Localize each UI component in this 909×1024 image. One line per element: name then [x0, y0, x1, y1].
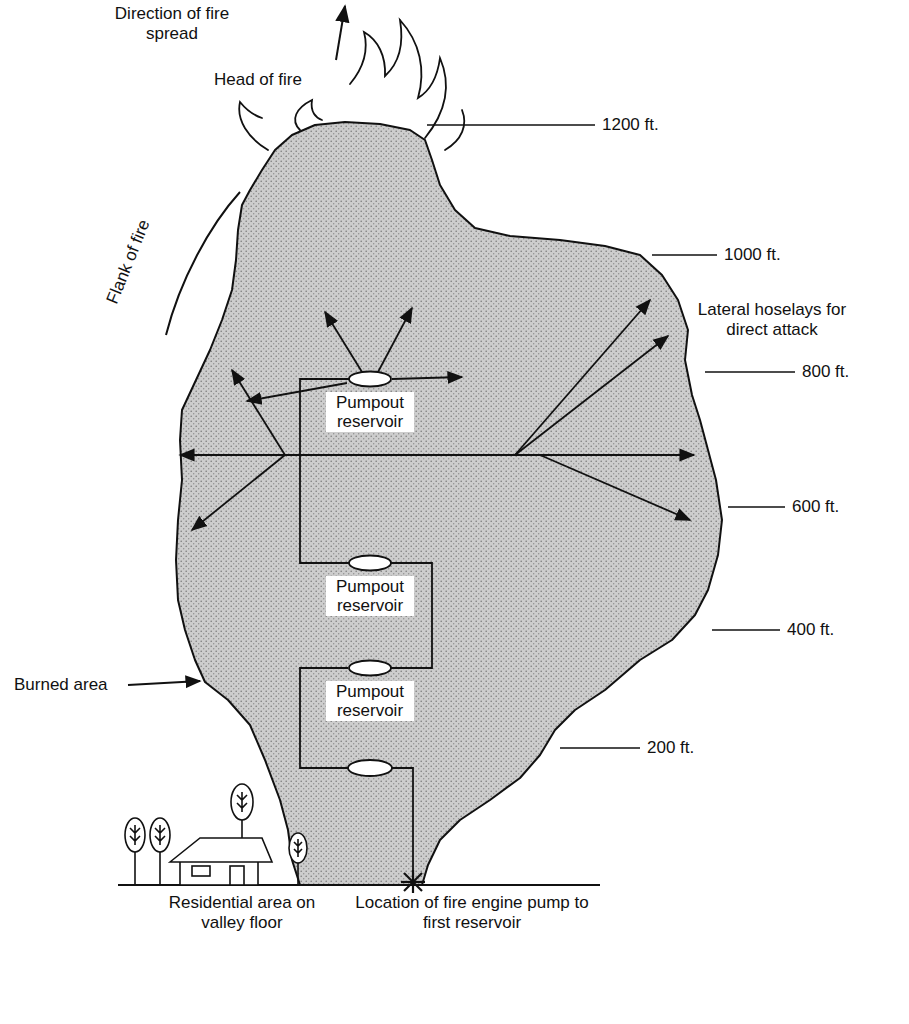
tree-crown [231, 784, 253, 820]
house-roof [170, 838, 272, 862]
tree-mark [155, 825, 165, 845]
flame [350, 20, 446, 138]
reservoir-label: Pumpout reservoir [326, 392, 414, 432]
burned-area [176, 122, 722, 885]
elevation-line [728, 506, 785, 508]
hoselay-arrow [378, 308, 412, 372]
hoselay-arrow [392, 377, 462, 379]
reservoir-ellipse [347, 554, 393, 572]
reservoir-label: Pumpout reservoir [326, 681, 414, 721]
tree-mark [294, 839, 302, 857]
elevation-line [712, 629, 780, 631]
tree-crown [150, 818, 170, 852]
hoselay-arrow [300, 454, 694, 456]
elevation-line [652, 254, 717, 256]
elevation-line [427, 124, 595, 126]
annotation-label: Burned area [12, 675, 110, 695]
tree-trunk [297, 862, 299, 885]
lateral-hoselays [180, 300, 694, 530]
asterisk-stroke [404, 873, 422, 891]
annotation-label: Location of fire engine pump to first re… [350, 893, 594, 932]
reservoir-node: Pumpout reservoir [326, 659, 414, 721]
hoselay-arrow [325, 312, 362, 372]
annotation-label: Flank of fire [101, 215, 154, 308]
annotation-label: Residential area on valley floor [150, 893, 334, 932]
reservoir-node: Pumpout reservoir [326, 370, 414, 432]
asterisk-stroke [404, 873, 422, 891]
elevation-lines [427, 125, 795, 748]
reservoir-ellipse [347, 659, 393, 677]
reservoir-outline [349, 661, 391, 676]
flame [445, 110, 464, 150]
hoselay-arrow [540, 455, 690, 520]
tree-crown [125, 818, 145, 852]
first-reservoir [348, 760, 392, 776]
elevation-label: 1000 ft. [722, 245, 783, 265]
hoselay-arrow [180, 454, 300, 456]
house-window [192, 866, 210, 876]
leader-arrow [128, 681, 200, 685]
hoselay-arrow [515, 336, 668, 455]
elevation-label: 200 ft. [645, 738, 696, 758]
flame [239, 102, 268, 150]
reservoir-outline [349, 372, 391, 387]
reservoir-outline [349, 556, 391, 571]
flank-bracket [166, 192, 240, 335]
elevation-label: 1200 ft. [600, 115, 661, 135]
annotation-label: Lateral hoselays for direct attack [695, 300, 849, 339]
elevation-line [705, 371, 795, 373]
tree-trunk [134, 850, 136, 885]
elevation-label: 400 ft. [785, 620, 836, 640]
reservoir-node: Pumpout reservoir [326, 554, 414, 616]
hoselay-arrow [192, 455, 285, 530]
house-door [230, 866, 244, 885]
annotation-label: Head of fire [212, 70, 304, 90]
engine-asterisk [401, 870, 425, 894]
tree-mark [130, 825, 140, 845]
reservoir-label: Pumpout reservoir [326, 576, 414, 616]
tree-crown [289, 833, 307, 863]
hoselay-arrow [515, 300, 650, 455]
elevation-label: 800 ft. [800, 362, 851, 382]
tree-mark [237, 792, 247, 812]
house [170, 838, 272, 885]
tree-trunk [159, 850, 161, 885]
elevation-line [560, 747, 640, 749]
direction-arrow [336, 6, 345, 60]
supply-hose [300, 668, 413, 880]
hoselay-arrow [232, 370, 285, 455]
annotation-label: Direction of fire spread [95, 4, 249, 43]
trees [125, 784, 307, 885]
flame [295, 100, 322, 130]
reservoir-ellipse [347, 370, 393, 388]
elevation-label: 600 ft. [790, 497, 841, 517]
